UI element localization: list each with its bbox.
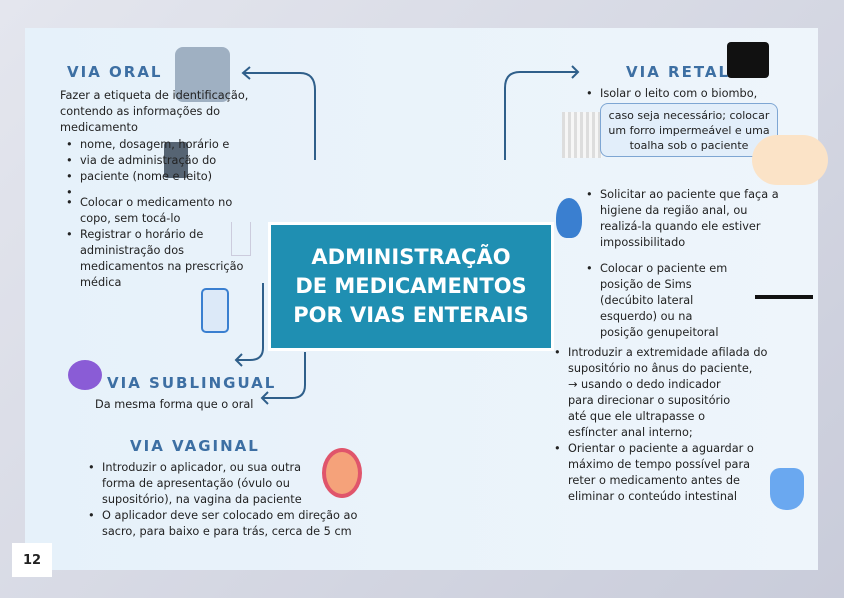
- via-sublingual-title: VIA SUBLINGUAL: [107, 374, 277, 392]
- via-sublingual-text: Da mesma forma que o oral: [95, 398, 254, 411]
- title-line: DE MEDICAMENTOS: [295, 274, 527, 298]
- list-item: paciente (nome e leito): [64, 169, 249, 185]
- phone-medication-icon: [201, 288, 229, 333]
- via-oral-intro: Fazer a etiqueta de identificação, conte…: [60, 89, 249, 134]
- via-oral-title: VIA ORAL: [67, 63, 163, 81]
- list-item: Solicitar ao paciente que faça a higiene…: [584, 187, 789, 251]
- via-retal-list-2: Solicitar ao paciente que faça a higiene…: [584, 187, 789, 341]
- list-item: O aplicador deve ser colocado em direção…: [86, 508, 386, 540]
- via-retal-list-3: Introduzir a extremidade afilada do supo…: [552, 345, 792, 505]
- line: esfíncter anal interno;: [568, 426, 693, 439]
- list-item: nome, dosagem, horário e: [64, 137, 249, 153]
- via-retal-title: VIA RETAL: [626, 63, 731, 81]
- list-item: Colocar o medicamento no copo, sem tocá-…: [64, 195, 249, 227]
- via-oral-list: nome, dosagem, horário e via de administ…: [64, 137, 249, 291]
- buttocks-icon: [727, 42, 769, 78]
- list-item: Isolar o leito com o biombo,: [584, 86, 784, 102]
- line: para direcionar o supositório: [568, 394, 731, 407]
- list-item: Introduzir a extremidade afilada do supo…: [552, 345, 792, 441]
- via-vaginal-title: VIA VAGINAL: [130, 437, 260, 455]
- list-item: Orientar o paciente a aguardar o máximo …: [552, 441, 764, 505]
- bed-position-icon: [755, 295, 813, 327]
- list-item: via de administração do: [64, 153, 249, 169]
- list-item: Registrar o horário de administração dos…: [64, 227, 249, 291]
- list-item: Introduzir o aplicador, ou sua outra for…: [86, 460, 321, 508]
- note-bubble: caso seja necessário; colocar um forro i…: [600, 103, 778, 157]
- line: até que ele ultrapasse o: [568, 410, 706, 423]
- hygiene-hand-icon: [556, 198, 582, 238]
- mouth-icon: [68, 360, 102, 390]
- title-line: ADMINISTRAÇÃO: [311, 245, 511, 269]
- via-retal-list-1: Isolar o leito com o biombo,: [584, 86, 784, 102]
- vulva-icon: [322, 448, 362, 498]
- title-line: POR VIAS ENTERAIS: [293, 303, 529, 327]
- list-item: [64, 185, 249, 201]
- via-vaginal-list: Introduzir o aplicador, ou sua outra for…: [86, 460, 386, 540]
- patient-care-icon: [752, 135, 828, 185]
- line: → usando o dedo indicador: [568, 378, 721, 391]
- hand-clock-icon: [770, 468, 804, 510]
- center-title: ADMINISTRAÇÃO DE MEDICAMENTOS POR VIAS E…: [268, 222, 554, 351]
- person-medication-icon: [175, 47, 230, 102]
- list-item: Colocar o paciente em posição de Sims (d…: [584, 261, 734, 341]
- curtain-icon: [562, 112, 602, 158]
- line: Introduzir a extremidade afilada do supo…: [568, 346, 768, 375]
- page-number: 12: [12, 543, 52, 577]
